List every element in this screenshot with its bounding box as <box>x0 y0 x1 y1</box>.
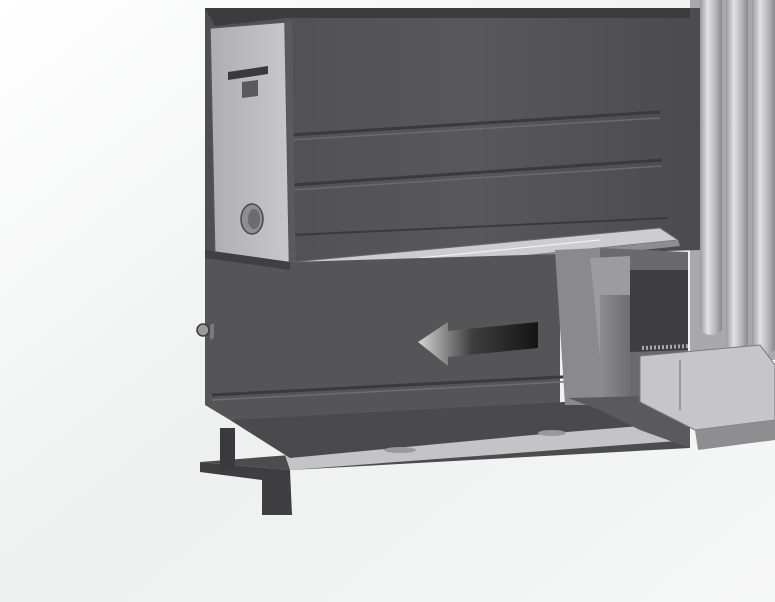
lower-chamber <box>196 250 601 420</box>
upper-chamber <box>205 8 700 262</box>
right-platform <box>639 344 775 450</box>
left-side-panel <box>209 20 296 292</box>
vertical-tubes <box>690 0 775 360</box>
knob-icon <box>196 323 210 337</box>
arrow-left-icon <box>418 322 538 366</box>
base-tray <box>200 400 690 515</box>
